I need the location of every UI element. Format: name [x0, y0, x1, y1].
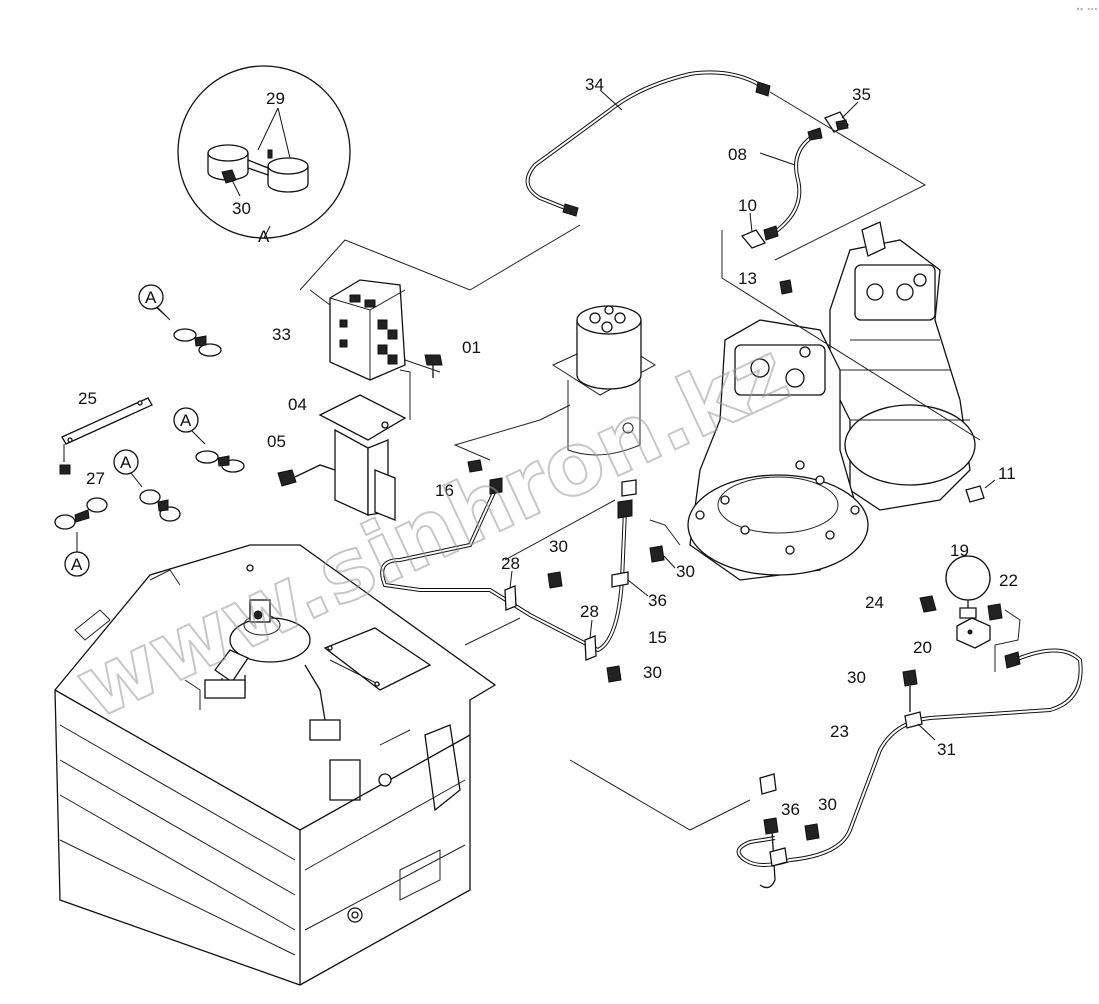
callout-28-b: 28 — [580, 602, 599, 621]
clamp-set-1 — [173, 328, 222, 357]
bolt-30-c — [606, 665, 622, 683]
bolt-01 — [424, 354, 443, 378]
swing-motor-rear — [829, 221, 976, 511]
callout-01: 01 — [462, 338, 481, 357]
callout-15: 15 — [648, 628, 667, 647]
bolt-30-f — [267, 149, 273, 159]
callout-29: 29 — [266, 89, 285, 108]
callout-23: 23 — [830, 722, 849, 741]
bolt-30-a — [547, 571, 563, 589]
fitting-24 — [919, 595, 937, 613]
bolt-30-d — [902, 669, 918, 712]
fitting-35 — [824, 101, 859, 133]
callout-11: 11 — [998, 464, 1016, 483]
valve-block — [309, 279, 406, 381]
detail-ref-2: A — [173, 407, 206, 445]
callout-31: 31 — [937, 740, 956, 759]
callout-35: 35 — [852, 85, 871, 104]
hose-15 — [380, 459, 637, 653]
callout-30-d: 30 — [847, 668, 866, 687]
callout-30-detail: 30 — [232, 199, 251, 218]
callout-13: 13 — [738, 269, 757, 288]
clamp-set-2 — [195, 450, 245, 473]
bolt-30-e — [804, 823, 820, 841]
clamp-set-4 — [54, 497, 108, 530]
clamp-36-upper — [611, 571, 649, 597]
fitting-22 — [987, 603, 1003, 621]
swing-motor-front — [687, 319, 869, 581]
strap-25 — [59, 397, 153, 475]
clamp-31 — [904, 711, 936, 741]
callout-30-a: 30 — [549, 537, 568, 556]
detail-ref-1-label: A — [145, 288, 157, 307]
hose-08 — [759, 127, 823, 241]
detail-ref-3: A — [113, 449, 143, 488]
callout-08: 08 — [728, 145, 747, 164]
callout-27: 27 — [86, 469, 105, 488]
detail-ref-4-label: A — [71, 555, 83, 574]
hose-23 — [736, 648, 1083, 889]
callout-16: 16 — [435, 481, 454, 500]
hydraulic-tank — [54, 544, 497, 986]
callout-30-b: 30 — [676, 562, 695, 581]
clamp-36-lower — [769, 847, 788, 867]
mounting-bracket — [318, 369, 411, 521]
bolt-30-b — [649, 545, 676, 569]
detail-ref-2-label: A — [180, 411, 192, 430]
elbow-10 — [740, 212, 767, 249]
callout-24: 24 — [865, 593, 884, 612]
callout-20: 20 — [913, 638, 932, 657]
detail-ref-3-label: A — [120, 453, 132, 472]
routing-lines — [299, 91, 1021, 831]
callout-36-b: 36 — [781, 800, 800, 819]
callout-05: 05 — [267, 432, 286, 451]
callout-10: 10 — [738, 196, 757, 215]
callout-25: 25 — [78, 389, 97, 408]
detail-a-label: A — [258, 227, 270, 246]
detail-a-view — [177, 65, 351, 239]
callout-04: 04 — [288, 395, 307, 414]
corner-code: ᵈᵍ ᵒᵒᵒ — [1076, 7, 1098, 14]
callout-33: 33 — [272, 325, 291, 344]
clamp-28-lower — [584, 619, 597, 661]
clamp-28-upper — [504, 570, 517, 611]
swivel-joint — [551, 305, 656, 456]
plug-13 — [779, 279, 793, 295]
callout-34: 34 — [585, 75, 604, 94]
detail-ref-4: A — [64, 532, 90, 577]
detail-ref-1: A — [138, 284, 171, 321]
block-20 — [956, 617, 991, 649]
callout-30-c: 30 — [643, 663, 662, 682]
hose-34 — [525, 70, 771, 217]
callout-labels: 29 30 A 34 35 08 10 13 33 01 04 05 25 27… — [78, 75, 1018, 819]
accumulator-19 — [945, 555, 991, 619]
clamp-set-3 — [139, 489, 181, 522]
callout-36-a: 36 — [648, 591, 667, 610]
callout-28-a: 28 — [501, 554, 520, 573]
callout-19: 19 — [950, 541, 969, 560]
callout-22: 22 — [999, 571, 1018, 590]
callout-30-e: 30 — [818, 795, 837, 814]
plug-11 — [965, 479, 996, 503]
bolt-05 — [277, 464, 336, 487]
